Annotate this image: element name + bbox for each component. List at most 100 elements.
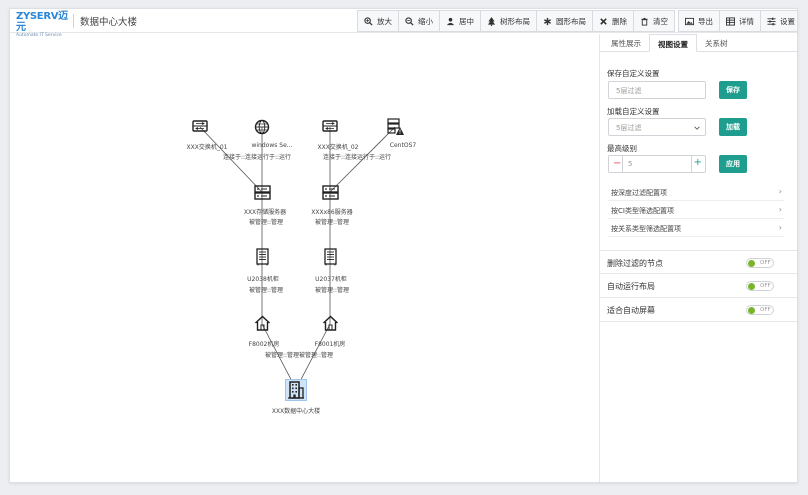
image-icon [685, 17, 694, 25]
chevron-right-icon: › [778, 223, 782, 232]
settings-dropdown[interactable]: 设置 [760, 10, 797, 32]
node-label-building: XXX数据中心大楼 [271, 408, 321, 415]
switch-knob [748, 260, 755, 267]
header-divider [73, 14, 74, 28]
delete-label: 删除 [612, 16, 627, 26]
edge-centos-x86 [329, 126, 396, 193]
export-button[interactable]: 导出 [678, 10, 719, 32]
node-rack-u2037[interactable] [324, 248, 337, 266]
logo-tagline: Automate IT Service [16, 33, 62, 38]
level-stepper[interactable]: − 5 + [608, 155, 706, 173]
load-button[interactable]: 加载 [719, 118, 747, 136]
tree-layout-label: 树形布局 [500, 16, 530, 26]
house-icon [254, 315, 271, 331]
circle-layout-label: 圆形布局 [556, 16, 586, 26]
toggle-label-delete-filtered: 删除过滤的节点 [607, 259, 663, 268]
center-icon [446, 17, 455, 25]
center-label: 居中 [459, 16, 474, 26]
zoom-in-button[interactable]: 放大 [357, 10, 398, 32]
panel-tabs: 属性展示 视图设置 关系树 [600, 34, 797, 52]
trash-icon [641, 17, 648, 26]
rack-icon [256, 248, 269, 266]
save-name-input[interactable]: 5层过滤 [608, 81, 706, 99]
header-bar: ZYSERV迈元 Automate IT Service 数据中心大楼 放大 缩… [10, 9, 797, 38]
node-storage-server[interactable] [254, 184, 271, 201]
level-minus-button[interactable]: − [613, 158, 622, 169]
node-label-rack-u2037: U2037机柜 [315, 276, 347, 283]
filter-by-depth[interactable]: 按深度过滤配置项 › [608, 184, 784, 201]
node-label-switch-02: XXX交换机_02 [317, 144, 359, 151]
switch-state: OFF [760, 307, 771, 313]
sliders-icon [767, 17, 776, 25]
topology-canvas[interactable]: XXX交换机_01 windows Se... XXX交换机_02 CentOS… [10, 34, 598, 482]
tab-view-settings[interactable]: 视图设置 [649, 34, 697, 52]
node-label-x86-server: XXXx86服务器 [311, 209, 353, 216]
settings-label: 设置 [780, 16, 795, 26]
tab-relation-tree[interactable]: 关系树 [705, 39, 728, 48]
clear-button[interactable]: 清空 [633, 10, 675, 32]
chevron-down-icon [694, 126, 700, 130]
toggle-row-fit-screen: 适合自动屏幕 OFF [600, 298, 797, 322]
edge-room2-building [295, 323, 331, 390]
delete-button[interactable]: 删除 [592, 10, 633, 32]
logo-brand: ZYSERV [16, 11, 59, 22]
filter-by-relation-type[interactable]: 按关系类型筛选配置项 › [608, 220, 784, 237]
globe-icon [254, 119, 270, 135]
server-warning-icon [387, 118, 404, 135]
switch-state: OFF [760, 283, 771, 289]
max-level-title: 最高级别 [607, 144, 637, 153]
app-window: ZYSERV迈元 Automate IT Service 数据中心大楼 放大 缩… [9, 8, 798, 483]
node-x86-server[interactable] [322, 184, 339, 201]
node-room-f8001[interactable] [322, 315, 339, 332]
node-label-room-f8002: F8002机房 [248, 341, 280, 348]
server-icon [254, 185, 271, 200]
save-settings-title: 保存自定义设置 [607, 69, 660, 78]
close-icon [600, 17, 607, 25]
node-building[interactable] [285, 379, 307, 401]
tab-properties[interactable]: 属性展示 [611, 39, 641, 48]
tree-layout-button[interactable]: 树形布局 [480, 10, 536, 32]
circle-layout-button[interactable]: 圆形布局 [536, 10, 592, 32]
fit-screen-switch[interactable]: OFF [746, 305, 774, 315]
node-switch-01[interactable] [192, 119, 208, 135]
edge-label-bottom: 被管理::管理被管理::管理 [264, 352, 334, 359]
stepper-divider [691, 156, 692, 172]
details-button[interactable]: 详情 [719, 10, 760, 32]
node-centos[interactable] [387, 118, 405, 136]
edge-layer [199, 126, 396, 390]
server-icon [322, 185, 339, 200]
table-icon [726, 16, 735, 26]
tree-icon [487, 16, 496, 26]
filter-by-ci-type[interactable]: 按CI类型筛选配置项 › [608, 202, 784, 219]
edge-label-rack-left: 被管理::管理 [248, 287, 284, 294]
node-windows[interactable] [254, 119, 270, 135]
node-switch-02[interactable] [322, 119, 338, 135]
zoom-out-button[interactable]: 缩小 [398, 10, 439, 32]
level-value: 5 [628, 160, 633, 168]
node-room-f8002[interactable] [254, 315, 271, 332]
apply-button[interactable]: 应用 [719, 155, 747, 173]
logo: ZYSERV迈元 Automate IT Service [16, 11, 72, 38]
filter-by-ci-type-label: 按CI类型筛选配置项 [611, 207, 674, 215]
node-label-switch-01: XXX交换机_01 [186, 144, 228, 151]
load-select-value: 5层过滤 [616, 124, 642, 132]
delete-filtered-switch[interactable]: OFF [746, 258, 774, 268]
node-rack-u2038[interactable] [256, 248, 269, 266]
zoom-out-label: 缩小 [418, 16, 433, 26]
switch-knob [748, 283, 755, 290]
load-select[interactable]: 5层过滤 [608, 118, 706, 136]
edge-switch1-storage [199, 126, 263, 193]
auto-layout-switch[interactable]: OFF [746, 281, 774, 291]
node-label-room-f8001: F8001机房 [314, 341, 346, 348]
switch-state: OFF [760, 260, 771, 266]
center-button[interactable]: 居中 [439, 10, 480, 32]
save-button[interactable]: 保存 [719, 81, 747, 99]
edge-label-rack-right: 被管理::管理 [314, 287, 350, 294]
filter-by-relation-type-label: 按关系类型筛选配置项 [611, 225, 681, 233]
edge-label-top-right: 连接于::连接运行于::运行 [322, 154, 392, 161]
node-label-windows: windows Se... [251, 142, 293, 149]
filter-by-depth-label: 按深度过滤配置项 [611, 189, 667, 197]
edge-room1-building [261, 323, 297, 390]
chevron-right-icon: › [778, 205, 782, 214]
level-plus-button[interactable]: + [693, 157, 702, 168]
